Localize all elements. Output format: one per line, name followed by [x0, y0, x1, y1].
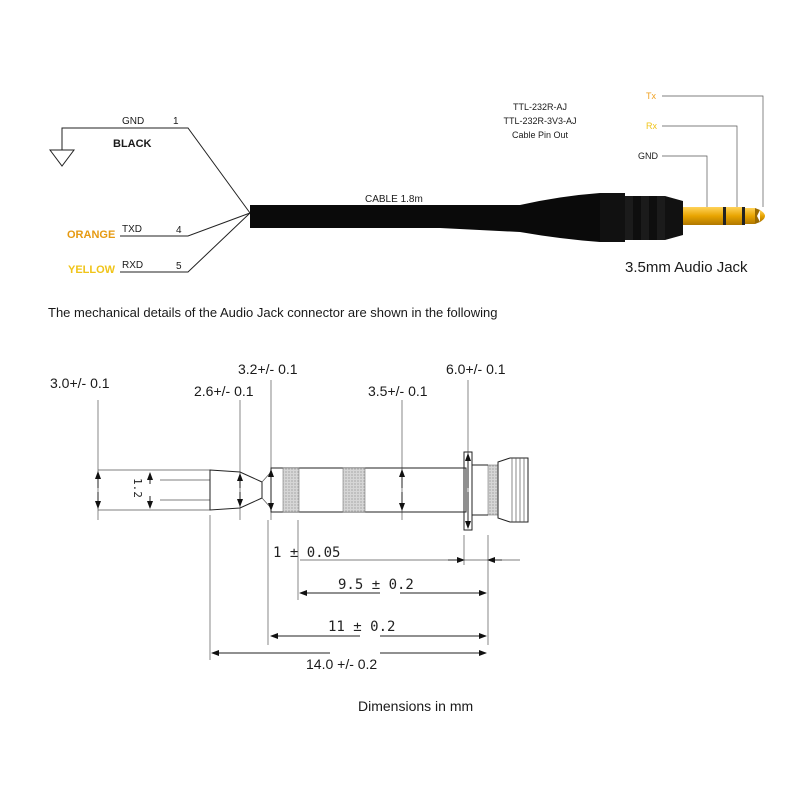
tx-label: Tx [646, 91, 656, 101]
model-line-1: TTL-232R-AJ [513, 102, 567, 112]
gold-plug [683, 207, 765, 225]
insulator-ring-1 [282, 467, 300, 513]
tx-leader [662, 95, 764, 207]
dim-3-0: 3.0+/- 0.1 [50, 375, 110, 391]
dim-3-2: 3.2+/- 0.1 [238, 361, 298, 377]
cable-label: CABLE 1.8m [365, 194, 423, 205]
rxd-label: RXD [122, 260, 143, 271]
txd-label: TXD [122, 224, 142, 235]
jack-gnd-label: GND [638, 151, 659, 161]
yellow-label: YELLOW [68, 264, 116, 276]
cable [250, 193, 683, 242]
txd-pin: 4 [176, 225, 182, 236]
rx-leader [662, 125, 738, 207]
gnd-wire [175, 127, 251, 214]
rxd-pin: 5 [176, 261, 182, 272]
dim-2-6: 2.6+/- 0.1 [194, 383, 254, 399]
jack-title: 3.5mm Audio Jack [625, 259, 748, 276]
gnd-leader [662, 155, 708, 207]
rx-label: Rx [646, 121, 657, 131]
txd-wire [120, 212, 251, 237]
dim-11: 11 ± 0.2 [328, 619, 395, 635]
pinout-section: GND 1 BLACK TXD 4 ORANGE RXD 5 YELLOW CA… [49, 91, 765, 276]
units-caption: Dimensions in mm [358, 698, 473, 714]
gnd-label: GND [122, 116, 144, 127]
mechanical-drawing [95, 380, 529, 660]
black-label: BLACK [113, 138, 152, 150]
insulator-ring-2 [342, 467, 366, 513]
orange-label: ORANGE [67, 229, 115, 241]
dim-1: 1 ± 0.05 [273, 545, 340, 561]
dim-3-5: 3.5+/- 0.1 [368, 383, 428, 399]
ground-symbol-icon [49, 127, 175, 167]
dim-1-2: 1.2 [131, 478, 144, 498]
dim-6-0: 6.0+/- 0.1 [446, 361, 506, 377]
dim-14: 14.0 +/- 0.2 [306, 656, 377, 672]
gnd-pin: 1 [173, 116, 179, 127]
description-text: The mechanical details of the Audio Jack… [48, 305, 497, 320]
model-line-3: Cable Pin Out [512, 130, 569, 140]
model-line-2: TTL-232R-3V3-AJ [503, 116, 576, 126]
dim-9-5: 9.5 ± 0.2 [338, 577, 414, 593]
rxd-wire [120, 212, 251, 273]
